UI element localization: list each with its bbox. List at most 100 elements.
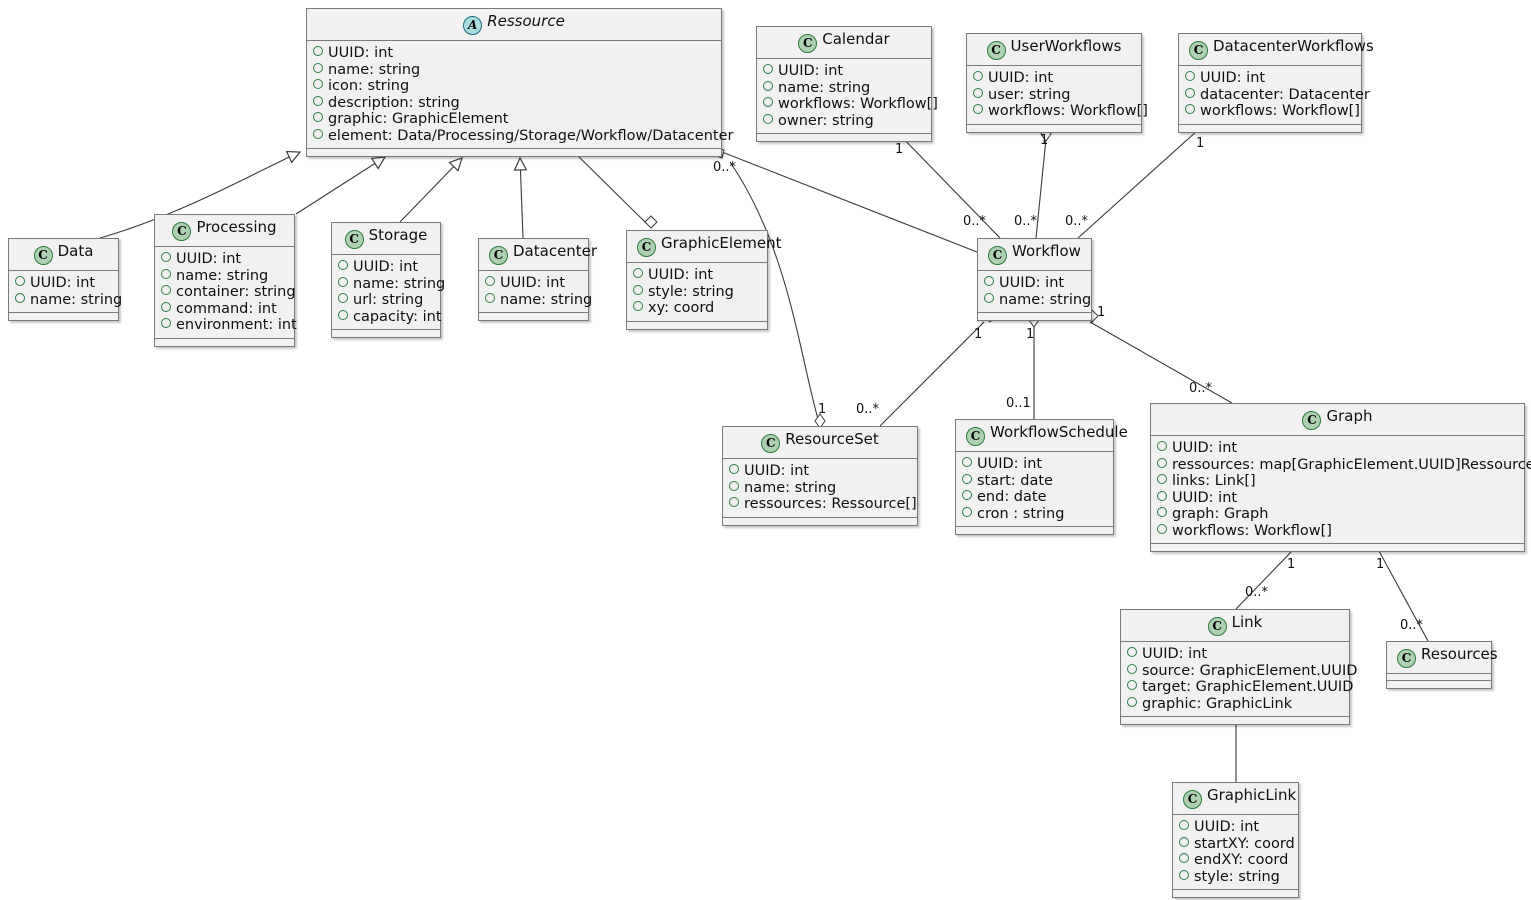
class-name-datacenter: Datacenter	[513, 242, 598, 260]
multiplicity-label: 0..*	[856, 402, 880, 417]
class-attribute-label: ressources: map[GraphicElement.UUID]Ress…	[1172, 456, 1531, 473]
class-methods-workflowschedule	[956, 527, 1113, 534]
visibility-public-icon	[1185, 87, 1195, 98]
class-attribute-label: graphic: GraphicLink	[1142, 695, 1293, 712]
visibility-public-icon	[338, 309, 348, 320]
class-attribute: ressources: Ressource[]	[729, 496, 917, 513]
multiplicity-label: 0..*	[1189, 381, 1213, 396]
visibility-public-icon	[161, 285, 171, 295]
class-attribute: cron : string	[962, 506, 1105, 523]
class-attribute-label: startXY: coord	[1194, 835, 1295, 852]
class-attribute: UUID: int	[962, 456, 1105, 473]
multiplicity-label: 0..1	[1006, 396, 1031, 411]
multiplicity-label: 1	[1376, 557, 1385, 572]
class-attribute: style: string	[633, 284, 759, 301]
class-attribute-label: name: string	[176, 267, 269, 284]
class-name-graphicelement: GraphicElement	[661, 234, 782, 252]
visibility-public-icon	[633, 268, 643, 278]
class-attribute: UUID: int	[1157, 490, 1516, 507]
abstract-class-badge-icon: A	[463, 16, 483, 35]
visibility-public-icon	[338, 260, 348, 270]
multiplicity-label: 1	[1026, 327, 1035, 342]
visibility-public-icon	[161, 318, 171, 328]
class-attribute: endXY: coord	[1179, 852, 1290, 869]
visibility-public-icon	[485, 292, 495, 303]
visibility-public-icon	[161, 301, 171, 312]
class-attribute-label: style: string	[648, 283, 734, 300]
class-attributes-graph: UUID: int ressources: map[GraphicElement.…	[1151, 436, 1531, 544]
visibility-public-icon	[338, 276, 348, 287]
multiplicity-label: 0..*	[1400, 618, 1424, 633]
class-attribute-label: datacenter: Datacenter	[1200, 86, 1370, 103]
visibility-public-icon	[1179, 820, 1189, 830]
class-attribute-label: UUID: int	[648, 267, 714, 283]
multiplicity-label: 0..*	[713, 160, 737, 175]
class-attribute-label: UUID: int	[988, 70, 1054, 86]
class-attribute: workflows: Workflow[]	[1157, 523, 1516, 540]
class-attribute: url: string	[338, 292, 432, 309]
class-badge-icon: C	[1189, 41, 1208, 60]
visibility-public-icon	[1157, 457, 1167, 468]
visibility-public-icon	[1157, 490, 1167, 501]
class-methods-graphicelement	[627, 322, 767, 329]
class-attribute-label: name: string	[500, 291, 593, 308]
class-attribute: UUID: int	[485, 275, 580, 292]
visibility-public-icon	[1185, 104, 1195, 114]
class-attribute: container: string	[161, 284, 296, 301]
class-name-calendar: Calendar	[822, 30, 890, 48]
class-methods-userworkflows	[967, 125, 1141, 132]
class-methods-graph	[1151, 544, 1524, 551]
class-attribute-label: element: Data/Processing/Storage/Workflo…	[328, 127, 734, 144]
class-attribute-label: UUID: int	[353, 259, 419, 275]
class-attribute: xy: coord	[633, 300, 759, 317]
class-badge-icon: C	[344, 230, 364, 249]
visibility-public-icon	[1179, 836, 1189, 847]
class-attribute-label: end: date	[977, 489, 1047, 505]
class-methods-ressource	[307, 149, 721, 156]
class-name-workflow: Workflow	[1012, 242, 1081, 260]
class-attribute-label: UUID: int	[778, 63, 844, 79]
class-attribute: name: string	[15, 292, 122, 309]
multiplicity-label: 1	[974, 327, 983, 342]
class-attribute-label: graphic: GraphicElement	[328, 111, 509, 127]
class-attribute: icon: string	[313, 78, 713, 95]
class-attribute-label: name: string	[353, 275, 446, 292]
visibility-public-icon	[313, 128, 323, 139]
class-attribute-label: workflows: Workflow[]	[988, 103, 1148, 119]
class-attribute: UUID: int	[1127, 646, 1341, 663]
class-attribute: startXY: coord	[1179, 836, 1295, 853]
class-attribute-label: workflows: Workflow[]	[1200, 103, 1360, 119]
class-attribute: UUID: int	[633, 267, 759, 284]
class-badge-icon: C	[1397, 649, 1416, 668]
class-attribute: source: GraphicElement.UUID	[1127, 663, 1357, 680]
class-attribute-label: UUID: int	[176, 251, 242, 267]
class-attribute-label: links: Link[]	[1172, 473, 1256, 489]
class-methods-datacenter	[479, 313, 588, 320]
visibility-public-icon	[763, 80, 773, 91]
class-name-data: Data	[57, 242, 94, 260]
edge-datacenterworkflows-workflow	[1077, 129, 1199, 239]
class-attribute: datacenter: Datacenter	[1185, 87, 1370, 104]
class-attribute: graphic: GraphicElement	[313, 111, 713, 128]
visibility-public-icon	[161, 268, 171, 279]
